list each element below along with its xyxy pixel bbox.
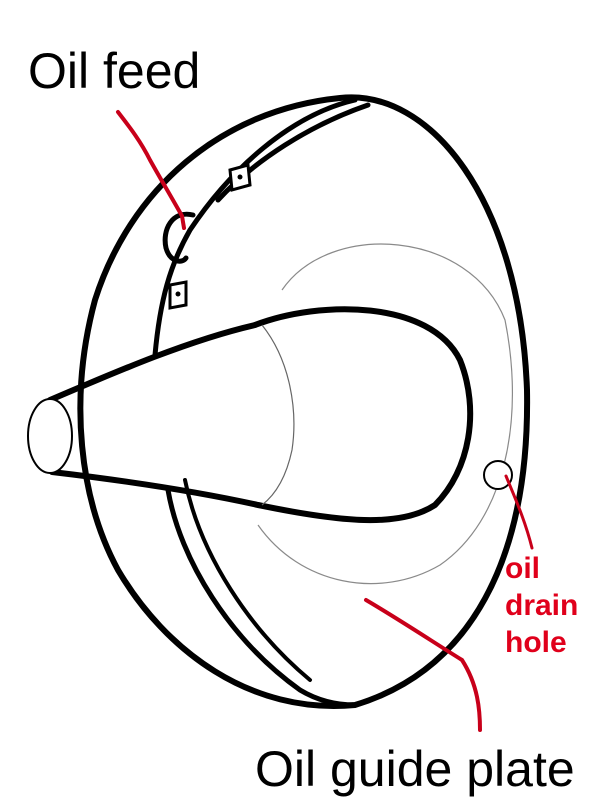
oil-drain-hole-label-line1: oil xyxy=(505,552,540,585)
shaft-end-face xyxy=(27,398,73,474)
inner-rim-band-lower xyxy=(165,487,358,708)
inner-rim-band-lower-edge xyxy=(183,478,312,682)
oil-drain-hole-label-line2: drain xyxy=(505,589,578,622)
oil-guide-plate-label: Oil guide plate xyxy=(255,741,575,797)
oil-drain-hole xyxy=(483,460,513,490)
oil-feed-pipe xyxy=(162,211,196,264)
shaft-cone-bottom xyxy=(49,469,261,508)
inner-guide-circle xyxy=(257,243,514,585)
rim-clip-lower-screw xyxy=(175,291,181,297)
oil-guide-plate-pointer-line xyxy=(364,598,482,732)
oil-feed-label: Oil feed xyxy=(28,43,200,99)
oil-drain-hole-pointer-line xyxy=(504,474,534,550)
oil-feed-pointer-line xyxy=(116,110,186,230)
shaft-cone-top xyxy=(47,322,258,403)
shaft-cone-thin-arc xyxy=(261,324,295,506)
oil-drain-hole-label-line3: hole xyxy=(505,626,567,659)
inner-rim-band-upper xyxy=(152,97,358,358)
center-hub xyxy=(252,306,474,524)
rim-clip-upper-screw xyxy=(237,174,243,180)
outer-disc-rim xyxy=(77,94,531,709)
